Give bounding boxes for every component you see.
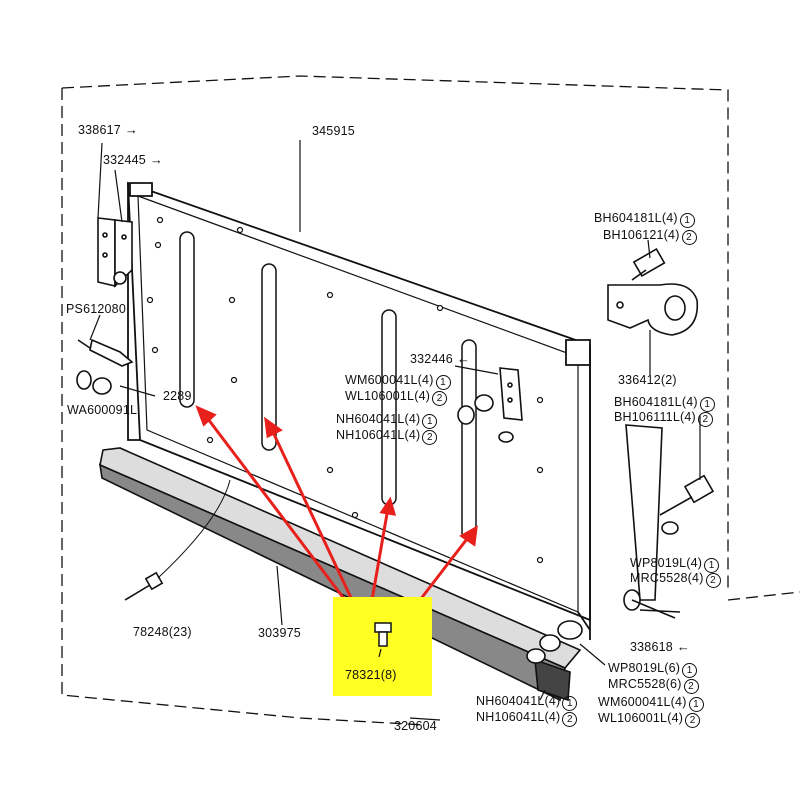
leader-lines — [89, 140, 701, 721]
bolt-icon — [374, 622, 392, 658]
part-label: BH604181L(4)1 — [614, 395, 715, 412]
part-label: BH106111L(4)2 — [614, 410, 713, 427]
part-label: WP8019L(4)1 — [630, 556, 720, 573]
part-label: NH604041L(4)1 — [336, 412, 438, 429]
panel-holes — [146, 216, 544, 564]
part-label: BH604181L(4)1 — [594, 211, 695, 228]
support-strut — [623, 424, 715, 619]
washer-stack — [526, 620, 583, 664]
part-label: 332445→ — [103, 152, 164, 168]
part-label: PS612080 — [66, 302, 126, 316]
right-hinge-bracket — [457, 367, 523, 443]
part-label: NH604041L(4)1 — [476, 694, 578, 711]
part-label: 336412(2) — [618, 373, 677, 387]
part-label: NH106041L(4)2 — [476, 710, 578, 727]
part-label: 338618← — [630, 639, 691, 655]
part-label: MRC5528(6)2 — [608, 677, 699, 694]
part-label: 303975 — [258, 626, 301, 640]
part-label: 78248(23) — [133, 625, 192, 639]
part-label: WM600041L(4)1 — [598, 695, 704, 712]
part-label: WL106001L(4)2 — [598, 711, 701, 728]
part-label: 2289 — [163, 389, 192, 403]
callout-part-label: 78321(8) — [345, 668, 397, 682]
tailgate-panel — [127, 181, 591, 640]
left-hinge-bracket — [76, 217, 134, 395]
dashed-boundary — [61, 75, 800, 726]
part-label: 345915 — [312, 124, 355, 138]
part-label: NH106041L(4)2 — [336, 428, 438, 445]
support-bracket — [607, 247, 699, 336]
part-label: MRC5528(4)2 — [630, 571, 721, 588]
part-label: 332446← — [410, 351, 471, 367]
part-label: BH106121(4)2 — [603, 228, 697, 245]
pointer-arrows — [195, 405, 478, 601]
part-label: 320604 — [394, 719, 437, 733]
callout-box — [333, 597, 432, 696]
part-label: 338617→ — [78, 122, 139, 138]
part-label: WP8019L(6)1 — [608, 661, 698, 678]
part-label: WA600091L — [67, 403, 138, 417]
part-label: WL106001L(4)2 — [345, 389, 448, 406]
part-label: WM600041L(4)1 — [345, 373, 451, 390]
rivet — [124, 479, 231, 601]
